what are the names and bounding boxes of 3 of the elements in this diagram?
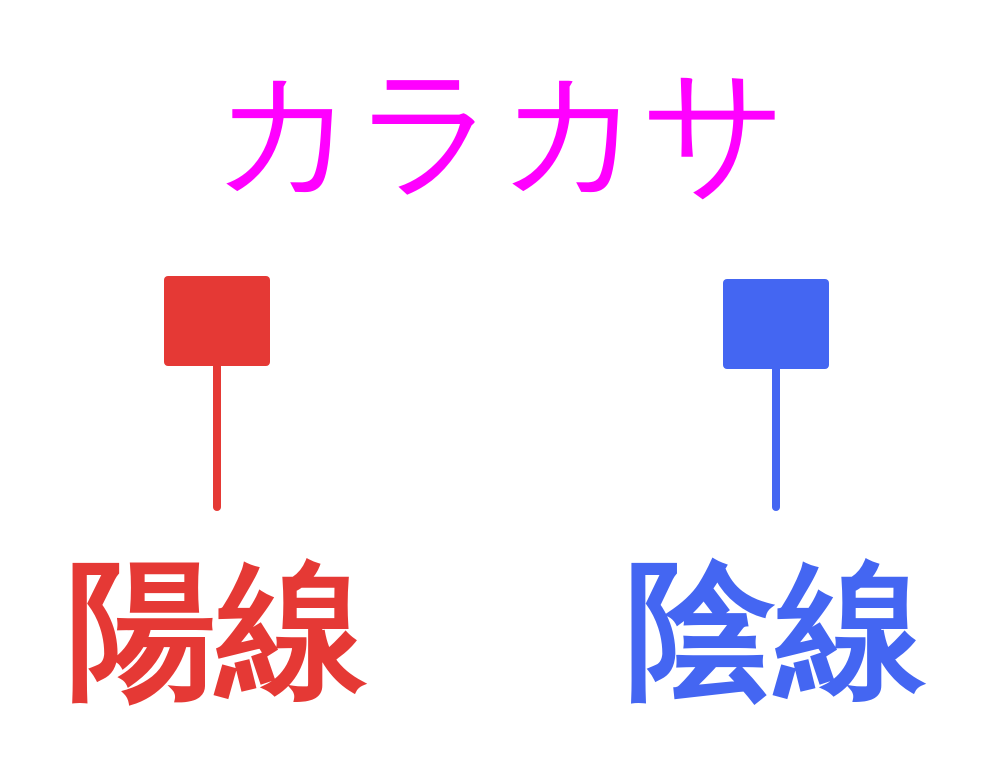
title: カラカサ	[213, 62, 787, 202]
candlestick-label: 陽線	[66, 555, 368, 705]
candlestick-label: 陰線	[625, 555, 927, 705]
